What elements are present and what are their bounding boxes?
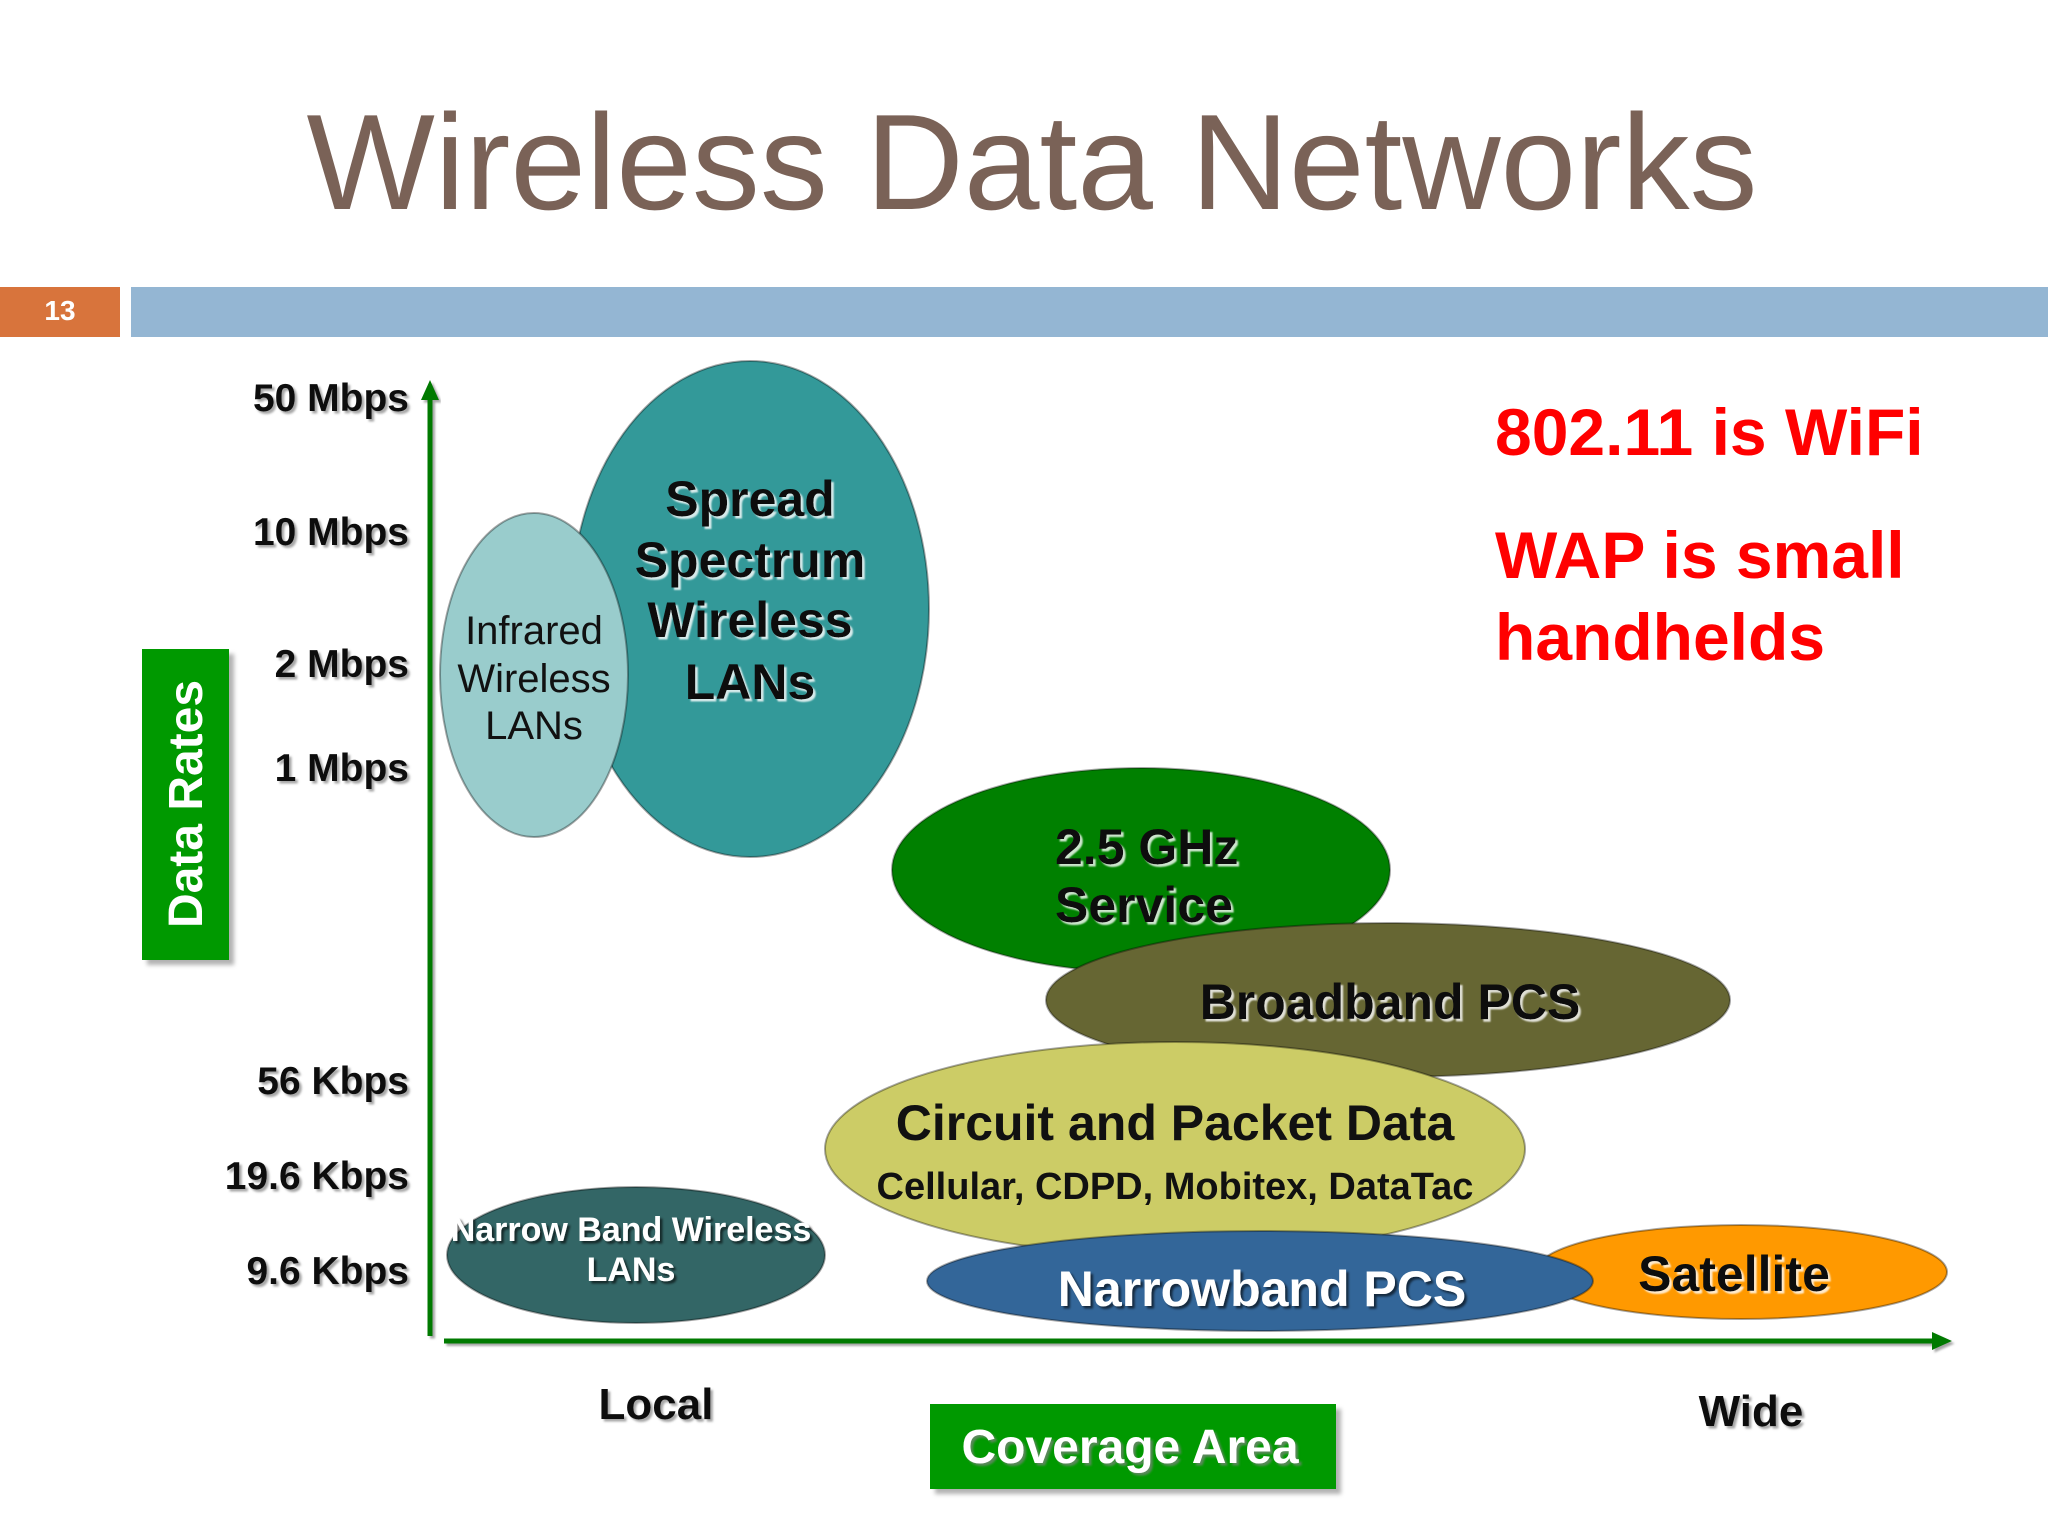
bubble-broadband-pcs: Broadband PCS — [1045, 922, 1731, 1078]
bubble-infrared: Infrared Wireless LANs — [439, 512, 629, 838]
bubble-label: LANs — [485, 704, 583, 748]
y-tick-label: 1 Mbps — [275, 747, 409, 790]
bubble-spread-spectrum: Spread Spectrum Wireless LANs — [570, 360, 930, 858]
y-tick-label: 2 Mbps — [275, 643, 409, 686]
y-tick-label: 10 Mbps — [253, 511, 409, 554]
bubble-label: Narrow Band Wireless — [451, 1211, 812, 1249]
y-tick-label: 19.6 Kbps — [225, 1155, 409, 1198]
x-axis-right-label: Wide — [1699, 1387, 1804, 1436]
bubble-narrow-band-wlan: Narrow Band Wireless LANs — [446, 1186, 826, 1324]
y-axis-title-box — [142, 649, 229, 960]
bubble-label: Wireless — [647, 592, 852, 648]
bubble-satellite: Satellite — [1534, 1224, 1948, 1320]
bubble-ghz-service: 2.5 GHz Service — [891, 767, 1391, 973]
bubble-label: Service — [1055, 877, 1233, 933]
bubble-narrowband-pcs: Narrowband PCS — [926, 1230, 1594, 1332]
bubble-label: Circuit and Packet Data — [896, 1095, 1456, 1151]
bubble-label: Broadband PCS — [1200, 974, 1581, 1030]
bubble-shape — [439, 512, 629, 838]
notes: 802.11 is WiFi WAP is small handhelds — [1495, 395, 1924, 674]
bubble-label: LANs — [587, 1251, 676, 1289]
bubble-label: LANs — [685, 654, 816, 710]
x-axis-title-box — [930, 1404, 1336, 1489]
x-axis — [444, 1332, 1952, 1350]
y-tick-label: 56 Kbps — [257, 1060, 409, 1103]
x-axis-end-labels: Local Wide — [599, 1380, 1804, 1436]
bubble-label: Spectrum — [635, 532, 866, 588]
bubble-label: Satellite — [1638, 1246, 1830, 1302]
y-axis-arrowhead — [421, 380, 439, 400]
note-wap-line2: handhelds — [1495, 600, 1825, 674]
x-axis-arrowhead — [1932, 1332, 1952, 1350]
bubble-shape — [926, 1230, 1594, 1332]
y-tick-label: 9.6 Kbps — [246, 1250, 409, 1293]
note-wap-line1: WAP is small — [1495, 518, 1905, 592]
bubble-label: Infrared — [465, 609, 603, 653]
y-tick-labels: 50 Mbps 10 Mbps 2 Mbps 1 Mbps 56 Kbps 19… — [225, 377, 409, 1293]
bubble-circuit-packet: Circuit and Packet Data Cellular, CDPD, … — [824, 1041, 1526, 1257]
slide-title: Wireless Data Networks — [307, 86, 1758, 238]
slide-number-box — [0, 287, 120, 337]
x-axis-title: Coverage Area — [961, 1421, 1298, 1474]
bubble-label: Narrowband PCS — [1058, 1261, 1466, 1317]
note-wifi: 802.11 is WiFi — [1495, 395, 1924, 469]
bubble-label: Wireless — [457, 657, 610, 701]
bubble-sublabel: Cellular, CDPD, Mobitex, DataTac — [877, 1166, 1474, 1208]
y-tick-label: 50 Mbps — [253, 377, 409, 420]
x-axis-left-label: Local — [599, 1380, 714, 1429]
slide-number: 13 — [44, 295, 75, 326]
y-axis-title: Data Rates — [160, 680, 213, 928]
bubble-label: 2.5 GHz — [1055, 819, 1238, 875]
y-axis — [421, 380, 439, 1336]
header-bar — [131, 287, 2048, 337]
bubble-label: Spread — [665, 471, 835, 527]
bubble-shape — [446, 1186, 826, 1324]
